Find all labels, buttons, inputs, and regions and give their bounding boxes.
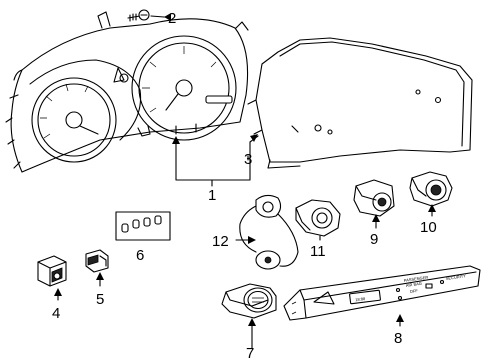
switch-5-part <box>85 249 109 273</box>
panel-clock: 18:88 <box>355 296 366 302</box>
callout-6: 6 <box>136 247 144 264</box>
callout-11: 11 <box>310 243 326 260</box>
panel-security-text: SECURITY <box>445 273 466 281</box>
screw-part <box>127 9 165 22</box>
callout-7: 7 <box>246 345 254 360</box>
panel-off-text: OFF <box>409 288 418 294</box>
switch-4-part <box>37 255 67 287</box>
callout-labels: 1 2 3 4 5 6 7 8 9 10 11 12 <box>52 10 437 360</box>
callout-3: 3 <box>244 151 252 168</box>
callout-12: 12 <box>212 233 229 250</box>
switch-10-part <box>409 171 453 207</box>
callout-2: 2 <box>168 10 176 27</box>
callout-8: 8 <box>394 330 402 347</box>
meter-cluster <box>5 11 249 173</box>
meter-lens-part <box>247 37 473 169</box>
callout-10: 10 <box>420 219 437 236</box>
callout-5: 5 <box>96 291 104 308</box>
harness-part <box>239 194 299 270</box>
switch-11-part <box>295 199 341 237</box>
panel-passenger-text: PASSENGER <box>403 275 428 283</box>
callout-9: 9 <box>370 231 378 248</box>
switch-panel-part: 18:88 PASSENGER AIR BAG OFF SECURITY <box>283 265 481 321</box>
panel-airbag-text: AIR BAG <box>405 281 422 288</box>
switch-9-part <box>353 179 395 217</box>
start-switch-part <box>221 283 277 319</box>
callout-4: 4 <box>52 305 60 322</box>
callout-1: 1 <box>208 187 216 204</box>
bulbs-part <box>115 211 171 241</box>
bulb <box>121 215 162 233</box>
arrowheads <box>54 13 436 326</box>
